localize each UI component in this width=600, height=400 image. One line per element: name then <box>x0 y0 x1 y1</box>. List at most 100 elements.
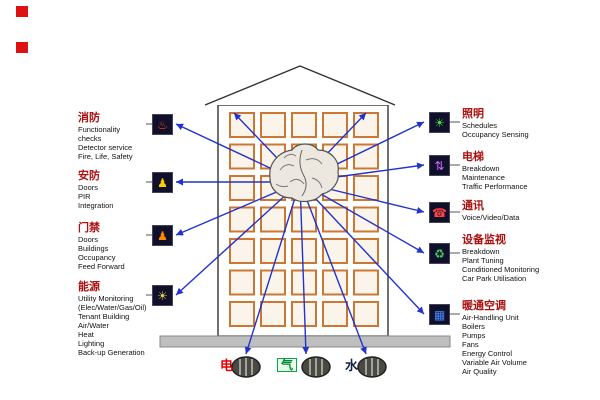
system-item: Occupancy <box>78 253 116 262</box>
gas-meter-label: 气 <box>277 358 298 372</box>
system-item: Integration <box>78 201 114 210</box>
system-heading: 安防 <box>78 170 100 182</box>
system-item: Pumps <box>462 331 486 340</box>
windows-grid <box>229 112 379 327</box>
system-item: Doors <box>78 183 99 192</box>
system-items: Voice/Video/Data <box>462 213 557 222</box>
system-item: Heat <box>78 330 94 339</box>
system-item: Breakdown <box>462 164 500 173</box>
water-meter-icon <box>357 356 387 378</box>
water-meter-label: 水 <box>345 358 359 373</box>
system-item: Tenant Building <box>78 312 130 321</box>
hvac-icon: ▦ <box>429 304 450 325</box>
system-item: checks <box>78 134 102 143</box>
brain-icon <box>269 143 339 203</box>
energy-icon-glyph: ☀ <box>157 288 168 303</box>
window-cell <box>322 238 348 264</box>
security-icon: ♟ <box>152 172 173 193</box>
system-item: Maintenance <box>462 173 505 182</box>
equipment-icon: ♻ <box>429 243 450 264</box>
system-item: Energy Control <box>462 349 513 358</box>
system-heading: 电梯 <box>462 151 484 163</box>
fire-icon: ♨ <box>152 114 173 135</box>
system-item: Utility Monitoring <box>78 294 134 303</box>
system-item: Fire, Life, Safety <box>78 152 133 161</box>
window-cell <box>353 112 379 138</box>
window-cell <box>260 301 286 327</box>
electric-meter-icon <box>231 356 261 378</box>
window-cell <box>229 269 255 296</box>
system-heading: 门禁 <box>78 222 100 234</box>
system-heading: 暖通空调 <box>462 300 506 312</box>
system-item: Buildings <box>78 244 109 253</box>
system-item: (Elec/Water/Gas/Oil) <box>78 303 147 312</box>
system-item: Functionality <box>78 125 121 134</box>
system-item: Plant Tuning <box>462 256 504 265</box>
system-block-energy: 能源 Utility Monitoring(Elec/Water/Gas/Oil… <box>78 281 162 357</box>
window-cell <box>260 206 286 233</box>
window-cell <box>229 175 255 201</box>
elevator-icon-glyph: ⇅ <box>434 158 445 173</box>
system-heading: 通讯 <box>462 200 484 212</box>
energy-icon: ☀ <box>152 285 173 306</box>
system-heading: 能源 <box>78 281 100 293</box>
system-item: Variable Air Volume <box>462 358 527 367</box>
system-item: PIR <box>78 192 91 201</box>
connector-lines <box>146 121 460 315</box>
system-item: Back-up Generation <box>78 348 145 357</box>
system-heading: 设备监视 <box>462 234 506 246</box>
comms-icon-glyph: ☎ <box>432 205 447 220</box>
system-item: Occupancy Sensing <box>462 130 529 139</box>
window-cell <box>353 301 379 327</box>
slide-bullet-2 <box>16 42 28 53</box>
lighting-icon-glyph: ☀ <box>434 115 445 130</box>
equipment-icon-glyph: ♻ <box>434 246 445 261</box>
system-item: Boilers <box>462 322 485 331</box>
window-cell <box>229 112 255 138</box>
window-cell <box>291 112 317 138</box>
system-item: Doors <box>78 235 99 244</box>
window-cell <box>229 143 255 170</box>
gas-meter-icon <box>301 356 331 378</box>
system-item: Breakdown <box>462 247 500 256</box>
system-heading: 消防 <box>78 112 100 124</box>
window-cell <box>291 238 317 264</box>
system-item: Lighting <box>78 339 105 348</box>
window-cell <box>229 301 255 327</box>
security-icon-glyph: ♟ <box>157 175 168 190</box>
window-cell <box>291 206 317 233</box>
system-item: Feed Forward <box>78 262 125 271</box>
system-item: Schedules <box>462 121 498 130</box>
system-item: Conditioned Monitoring <box>462 265 540 274</box>
lighting-icon: ☀ <box>429 112 450 133</box>
fire-icon-glyph: ♨ <box>157 117 168 132</box>
system-item: Car Park Utilisation <box>462 274 527 283</box>
comms-icon: ☎ <box>429 202 450 223</box>
system-item: Detector service <box>78 143 133 152</box>
system-item: Air/Water <box>78 321 109 330</box>
system-item: Air-Handling Unit <box>462 313 519 322</box>
window-cell <box>353 143 379 170</box>
window-cell <box>260 269 286 296</box>
system-item: Traffic Performance <box>462 182 528 191</box>
window-cell <box>353 269 379 296</box>
system-block-comms: 通讯 Voice/Video/Data <box>462 200 557 222</box>
elevator-icon: ⇅ <box>429 155 450 176</box>
window-cell <box>260 112 286 138</box>
